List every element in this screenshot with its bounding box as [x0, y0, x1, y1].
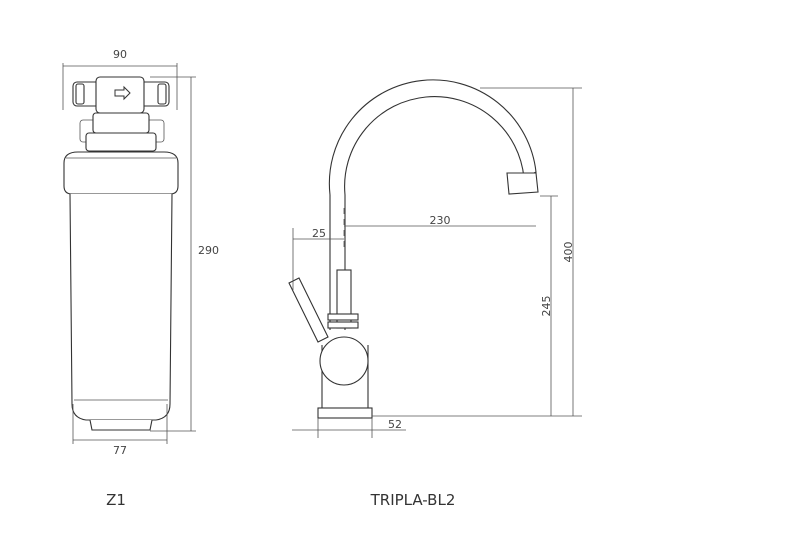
filter-bowl-foot — [89, 419, 153, 431]
dim-290-label: 290 — [198, 244, 219, 257]
faucet-mixer-knob — [319, 336, 369, 386]
filter-fitting-cap-right — [157, 83, 167, 105]
dim-25-label: 25 — [312, 227, 326, 240]
faucet-spout-gooseneck — [328, 79, 537, 330]
faucet-collar-2 — [327, 321, 359, 329]
dim-400-label: 400 — [562, 242, 575, 263]
faucet-drawing: 25 230 400 245 52 TRIPLA-BL2 — [288, 79, 582, 509]
dim-52-label: 52 — [388, 418, 402, 431]
faucet-collar-1 — [327, 313, 359, 321]
dim-77-label: 77 — [113, 444, 127, 457]
faucet-base — [317, 407, 373, 419]
filter-bowl — [69, 193, 173, 421]
faucet-lever-handle — [288, 277, 329, 343]
flow-arrow-icon — [114, 85, 131, 101]
faucet-caption: TRIPLA-BL2 — [370, 491, 456, 509]
filter-drawing: 90 290 77 Z1 — [62, 48, 219, 509]
filter-collar — [85, 132, 157, 152]
dim-245-label: 245 — [540, 296, 553, 317]
filter-fitting-cap-left — [75, 83, 85, 105]
dim-230-label: 230 — [430, 214, 451, 227]
filter-cap — [63, 151, 179, 195]
faucet-aerator — [506, 172, 539, 195]
filter-caption: Z1 — [106, 491, 126, 509]
dim-90-label: 90 — [113, 48, 127, 61]
filter-neck — [92, 112, 150, 134]
filter-head-block — [95, 76, 145, 114]
